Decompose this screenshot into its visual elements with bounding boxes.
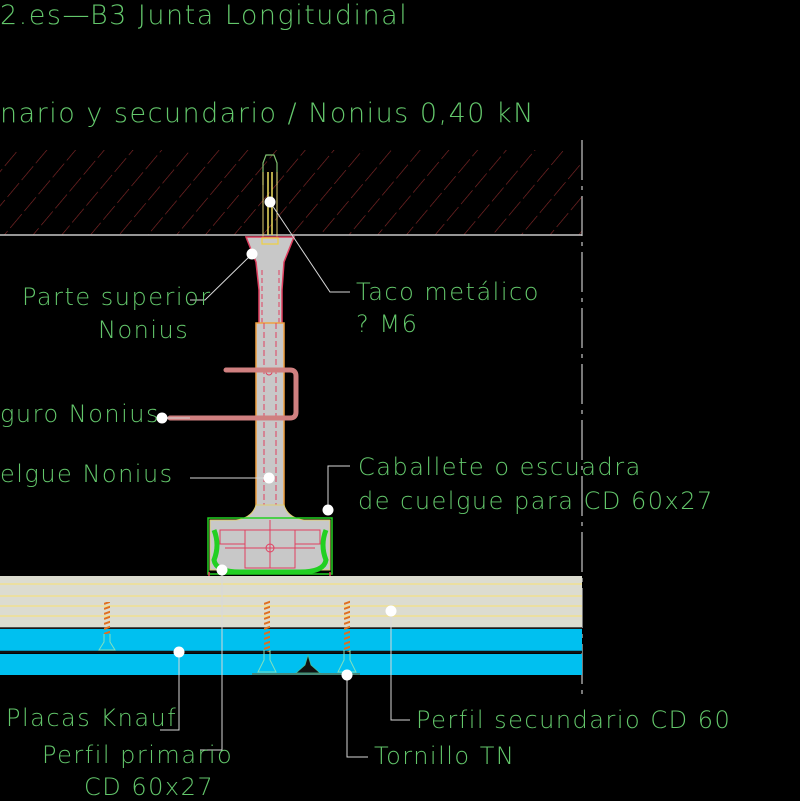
label-parte-superior: Parte superior bbox=[22, 283, 212, 311]
label-caballete-cd: de cuelgue para CD 60x27 bbox=[358, 487, 714, 515]
label-placas-knauf: Placas Knauf bbox=[6, 704, 178, 732]
knauf-boards bbox=[0, 629, 582, 675]
label-taco-metalico: Taco metálico bbox=[356, 278, 540, 306]
label-perfil-primario: Perfil primario bbox=[42, 741, 234, 769]
secondary-profile-layer bbox=[0, 576, 582, 629]
label-parte-superior-nonius: Nonius bbox=[98, 316, 190, 344]
label-seguro-nonius: guro Nonius bbox=[0, 400, 160, 428]
concrete-slab bbox=[0, 150, 582, 236]
hanger-bracket bbox=[207, 504, 333, 575]
label-perfil-secundario: Perfil secundario CD 60 bbox=[416, 706, 732, 734]
label-tornillo-tn: Tornillo TN bbox=[374, 742, 516, 770]
joint-filler-icon bbox=[294, 653, 322, 674]
label-cuelgue-nonius: elgue Nonius bbox=[0, 460, 174, 488]
drawing-title: 2.es—B3 Junta Longitudinal bbox=[0, 0, 409, 31]
label-perfil-primario-cd: CD 60x27 bbox=[84, 773, 215, 801]
nonius-lower-tube bbox=[255, 322, 285, 520]
leader-lines bbox=[160, 201, 410, 758]
screw-icon bbox=[98, 602, 116, 651]
drawing-subtitle: nario y secundario / Nonius 0,40 kN bbox=[0, 98, 535, 129]
label-caballete: Caballete o escuadra bbox=[358, 453, 642, 481]
screw-icon bbox=[257, 600, 277, 673]
callout-markers bbox=[156, 196, 397, 681]
nonius-safety-pin bbox=[167, 367, 299, 421]
label-taco-m6: ? M6 bbox=[356, 310, 419, 338]
